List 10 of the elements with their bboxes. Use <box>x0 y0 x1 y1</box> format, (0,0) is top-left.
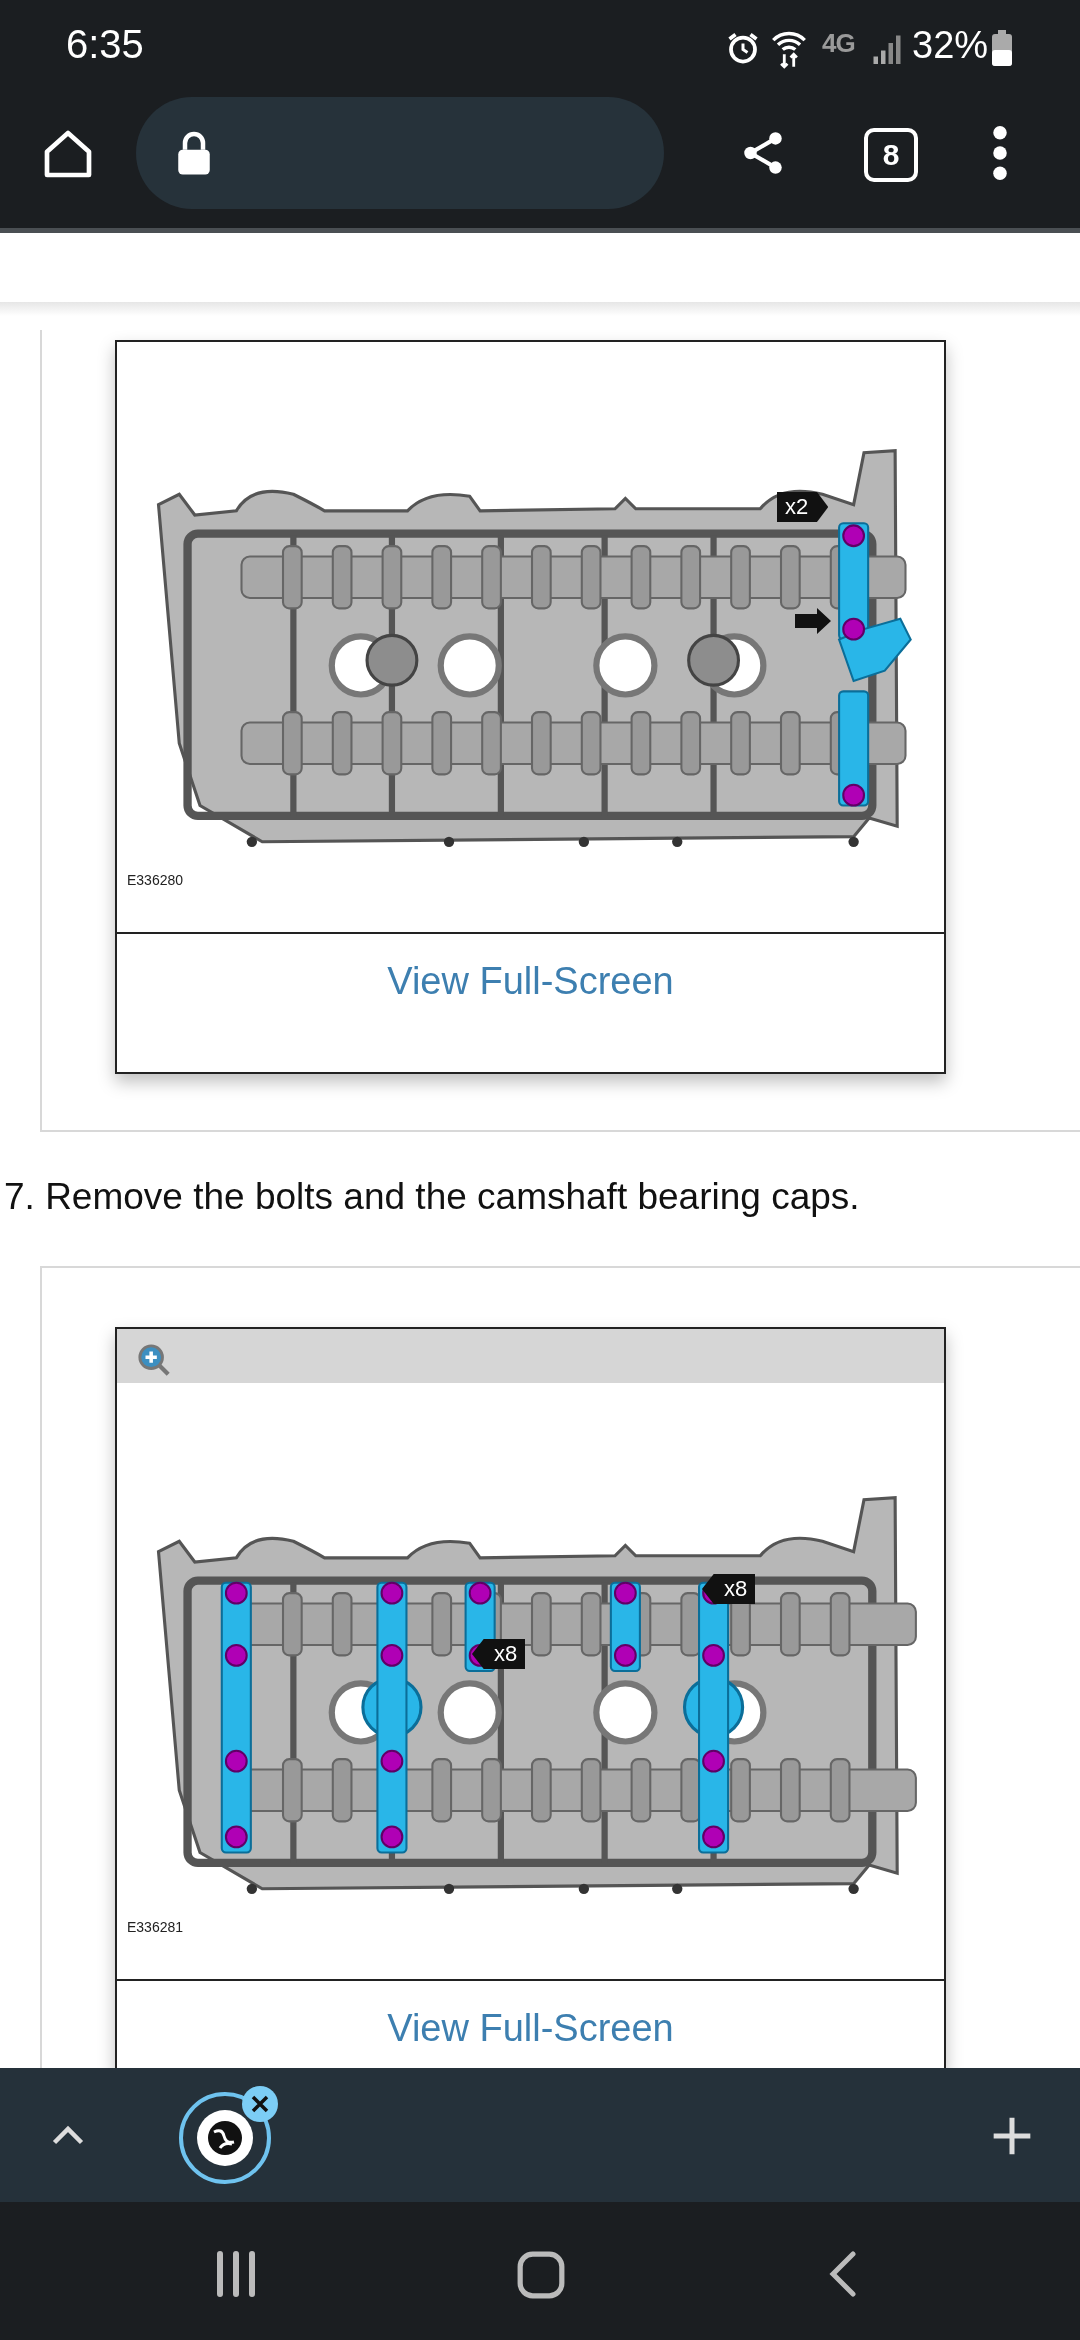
clock-time: 6:35 <box>66 22 144 67</box>
figure-number: E336281 <box>127 1919 184 1935</box>
tab-count: 8 <box>864 128 918 182</box>
figure-number: E336280 <box>127 872 184 888</box>
battery-percent: 32% <box>912 24 989 67</box>
network-type: 4G <box>822 28 855 59</box>
view-full-screen-link: View Full-Screen <box>386 960 675 1003</box>
step-instruction: 7. Remove the bolts and the camshaft bearing caps. <box>4 1176 860 1218</box>
callout-label: x2 <box>777 492 829 522</box>
view-full-screen-link: View Full-Screen <box>386 2007 675 2050</box>
